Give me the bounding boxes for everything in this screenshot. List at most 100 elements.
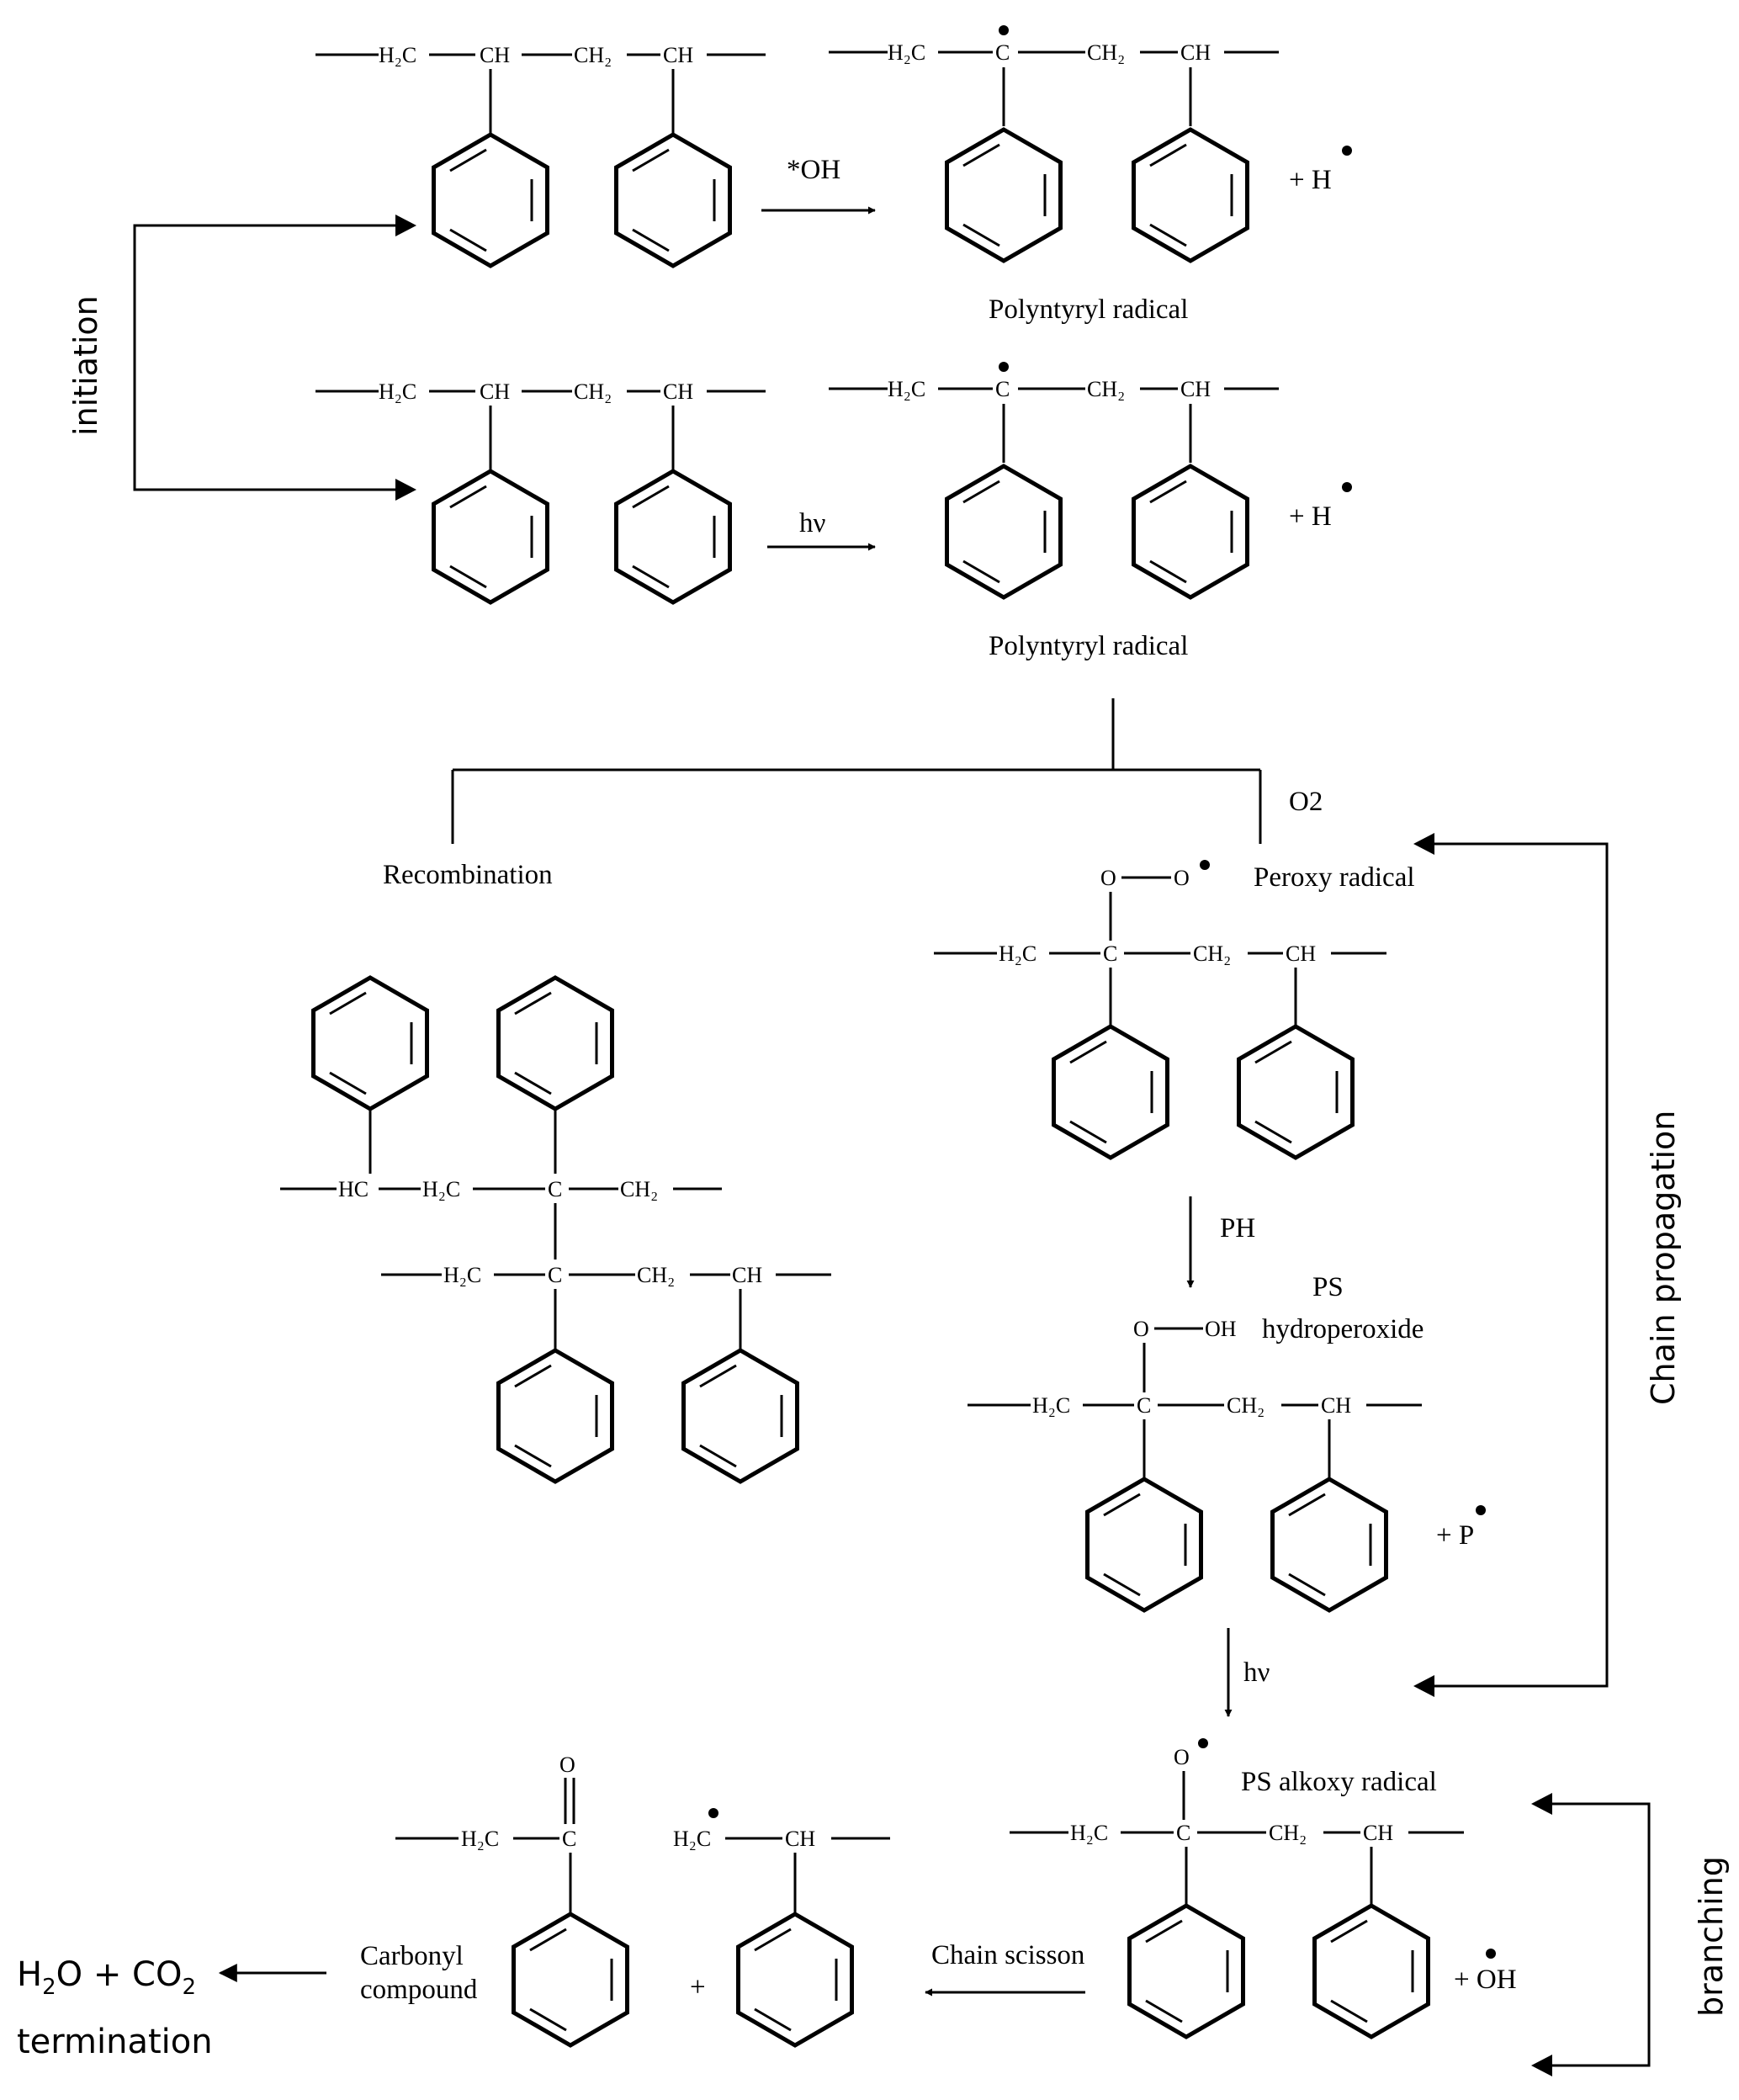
atom-ch: CH [1180,40,1211,65]
alkoxy-radical-structure: O H₂C C CH₂ CH [1010,1738,1464,2037]
benzene-ring [1088,1479,1201,1610]
atom-ch2: CH₂ [1087,377,1125,401]
atom-c: C [995,377,1010,401]
atom-ch2: CH₂ [1087,40,1125,65]
product-polystyryl-radical-row2: H₂C C CH₂ CH [829,362,1279,597]
benzene-ring [684,1350,798,1482]
benzene-ring [1130,1906,1243,2037]
atom-o: O [1174,866,1190,890]
atom-ch: CH [480,379,510,404]
atom-o: O [559,1753,575,1777]
crosslinked-product: HC H₂C C CH₂ H₂C C CH₂ CH [280,978,831,1482]
atom-ch: CH [1286,941,1316,966]
radical-dot [1486,1949,1496,1959]
product-polystyryl-radical-row1: H₂C C CH₂ CH [829,25,1279,261]
atom-c: C [548,1263,562,1287]
atom-c: C [548,1177,562,1201]
reagent-ph: PH [1220,1213,1255,1244]
atom-ch: CH [732,1263,762,1287]
atom-ch2: CH₂ [1269,1821,1307,1845]
atom-ch: CH [1363,1821,1393,1845]
label-termination: termination [17,2023,213,2061]
atom-h2c: H₂C [999,941,1037,966]
atom-h2c: H₂C [673,1827,711,1851]
atom-o: O [1174,1745,1190,1769]
benzene-ring [434,471,548,602]
reagent-light: hν [1243,1657,1270,1688]
atom-c: C [1103,941,1117,966]
radical-dot [1476,1505,1486,1515]
radical-dot [1198,1738,1208,1748]
atom-h2c: H₂C [888,40,925,65]
label-branching: branching [1693,1856,1730,2017]
label-chain-scission: Chain scisson [931,1940,1084,1970]
atom-ch: CH [663,379,693,404]
label-hydroperoxide: hydroperoxide [1262,1314,1424,1344]
benzene-ring [434,135,548,266]
atom-ch: CH [1321,1393,1351,1418]
label-polystyryl-radical: Polyntyryl radical [989,294,1188,325]
plus-h-radical: + H [1289,165,1332,195]
peroxy-radical-structure: O O H₂C C CH₂ CH [934,860,1386,1158]
benzene-ring [617,471,730,602]
benzene-ring [314,978,427,1109]
carbonyl-compound: O H₂C C [395,1753,628,2045]
atom-ch2: CH₂ [574,43,612,67]
atom-ch: CH [785,1827,815,1851]
benzene-ring [1239,1026,1353,1158]
benzene-ring [739,1914,852,2045]
chain-propagation-bracket [1413,833,1609,1697]
label-chain-propagation: Chain propagation [1645,1111,1682,1405]
benzene-ring [1273,1479,1386,1610]
radical-dot [1342,146,1352,156]
plus-p-radical: + P [1436,1520,1474,1551]
atom-ch2: CH₂ [637,1263,675,1287]
reagent-light: hν [799,508,826,538]
atom-o: O [1100,866,1116,890]
benzene-ring [514,1914,628,2045]
atom-ch2: CH₂ [1227,1393,1264,1418]
initiation-bracket [133,215,416,501]
benzene-ring [499,1350,612,1482]
hydroperoxide-structure: O OH H₂C C CH₂ CH [968,1317,1422,1610]
atom-c: C [1176,1821,1190,1845]
label-alkoxy-radical: PS alkoxy radical [1241,1767,1437,1797]
radical-dot [1200,860,1210,870]
radical-dot [708,1808,718,1818]
benzene-ring [1054,1026,1168,1158]
alkyl-radical-fragment: H₂C CH [673,1808,890,2045]
reagent-hydroxyl: *OH [787,155,840,185]
atom-h2c: H₂C [888,377,925,401]
split-connector [451,698,1262,844]
label-ps: PS [1312,1272,1344,1302]
benzene-ring [947,130,1061,261]
reagent-oxygen: O2 [1289,787,1323,817]
label-compound: compound [360,1975,478,2005]
label-polystyryl-radical: Polyntyryl radical [989,631,1188,661]
label-carbonyl: Carbonyl [360,1941,464,1971]
atom-ch: CH [663,43,693,67]
atom-ch: CH [1180,377,1211,401]
plus-sign: + [690,1972,706,2002]
radical-dot [999,25,1009,35]
atom-c: C [562,1827,576,1851]
plus-oh-radical: + OH [1454,1965,1517,1995]
benzene-ring [1315,1906,1429,2037]
atom-ch2: CH₂ [574,379,612,404]
atom-h2c: H₂C [1032,1393,1070,1418]
atom-ch: CH [480,43,510,67]
atom-h2c: H₂C [422,1177,460,1201]
label-recombination: Recombination [383,860,553,890]
atom-hc: HC [338,1177,368,1201]
atom-c: C [1137,1393,1151,1418]
plus-h-radical: + H [1289,501,1332,532]
atom-h2c: H₂C [1070,1821,1108,1845]
benzene-ring [1134,466,1248,597]
atom-c: C [995,40,1010,65]
atom-ch2: CH₂ [1193,941,1231,966]
label-initiation: initiation [67,295,104,436]
atom-h2c: H₂C [379,379,416,404]
atom-ch2: CH₂ [620,1177,658,1201]
radical-dot [1342,482,1352,492]
